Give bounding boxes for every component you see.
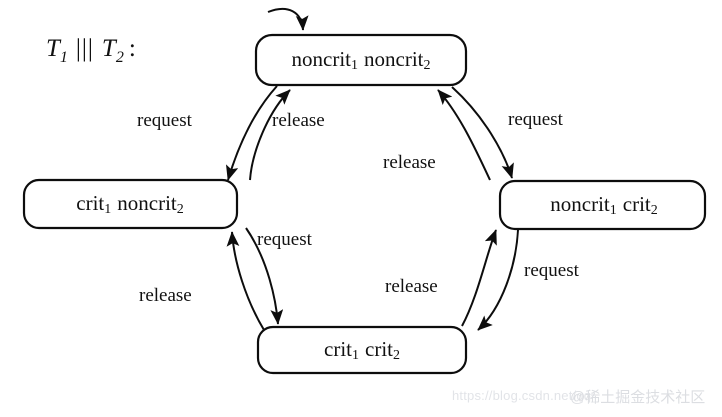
node2-part1: noncrit — [550, 192, 610, 216]
node0-sub2: 2 — [423, 58, 430, 73]
figure-title: T1|||T2: — [46, 35, 136, 66]
node1-sub2: 2 — [177, 202, 184, 217]
node3-part1: crit — [324, 337, 352, 361]
title-t1-sub: 1 — [60, 49, 68, 66]
node-label-noncrit1-crit2: noncrit1 crit2 — [550, 192, 657, 218]
node2-sub1: 1 — [610, 203, 617, 218]
title-t2-sub: 2 — [116, 49, 124, 66]
node0-part1: noncrit — [292, 47, 352, 71]
node3-sub1: 1 — [352, 348, 359, 363]
edge-request-left-to-bottom — [245, 227, 284, 325]
edge-label-release-left-top: release — [272, 110, 325, 131]
node3-sub2: 2 — [393, 348, 400, 363]
title-t1-base: T — [46, 35, 62, 62]
node-box-noncrit1-crit2 — [498, 179, 707, 231]
node-box-crit1-noncrit2 — [22, 178, 239, 230]
edge-request-top-to-right — [451, 86, 514, 179]
node-box-noncrit1-noncrit2 — [254, 33, 468, 87]
edge-label-request-top-left: request — [137, 110, 193, 131]
edge-label-release-bottom-left: release — [139, 285, 192, 306]
edge-label-request-top-right: request — [508, 109, 564, 130]
node2-part2: crit — [623, 192, 651, 216]
node-box-crit1-crit2 — [256, 325, 468, 375]
node3-part2: crit — [365, 337, 393, 361]
initial-state-arrow — [267, 7, 309, 31]
edge-release-right-to-top — [437, 89, 491, 181]
node-crit1-noncrit2[interactable]: crit1 noncrit2 — [22, 178, 239, 230]
title-colon: : — [129, 35, 136, 62]
edge-label-request-right-bottom: request — [524, 260, 580, 281]
edge-release-left-to-top — [249, 89, 291, 181]
node2-sub2: 2 — [651, 203, 658, 218]
node-label-crit1-noncrit2: crit1 noncrit2 — [76, 191, 183, 217]
edge-request-top-to-left — [226, 85, 278, 181]
title-parallel-operator: ||| — [76, 35, 94, 62]
edge-label-release-right-top: release — [383, 152, 436, 173]
edge-request-right-to-bottom — [477, 229, 519, 331]
node1-part1: crit — [76, 191, 104, 215]
watermark-tag: @稀土掘金技术社区 — [570, 389, 706, 406]
node1-sub1: 1 — [104, 202, 111, 217]
node1-part2: noncrit — [117, 191, 177, 215]
edge-label-request-left-bottom: request — [257, 229, 313, 250]
edge-release-bottom-to-right — [461, 229, 497, 327]
node0-part2: noncrit — [364, 47, 424, 71]
edge-release-bottom-to-left — [226, 231, 265, 331]
edge-label-release-bottom-right: release — [385, 276, 438, 297]
watermark-url: https://blog.csdn.net/qq_ — [452, 388, 599, 403]
node0-sub1: 1 — [351, 58, 358, 73]
node-noncrit1-crit2[interactable]: noncrit1 crit2 — [498, 179, 707, 231]
title-t2-base: T — [102, 35, 118, 62]
